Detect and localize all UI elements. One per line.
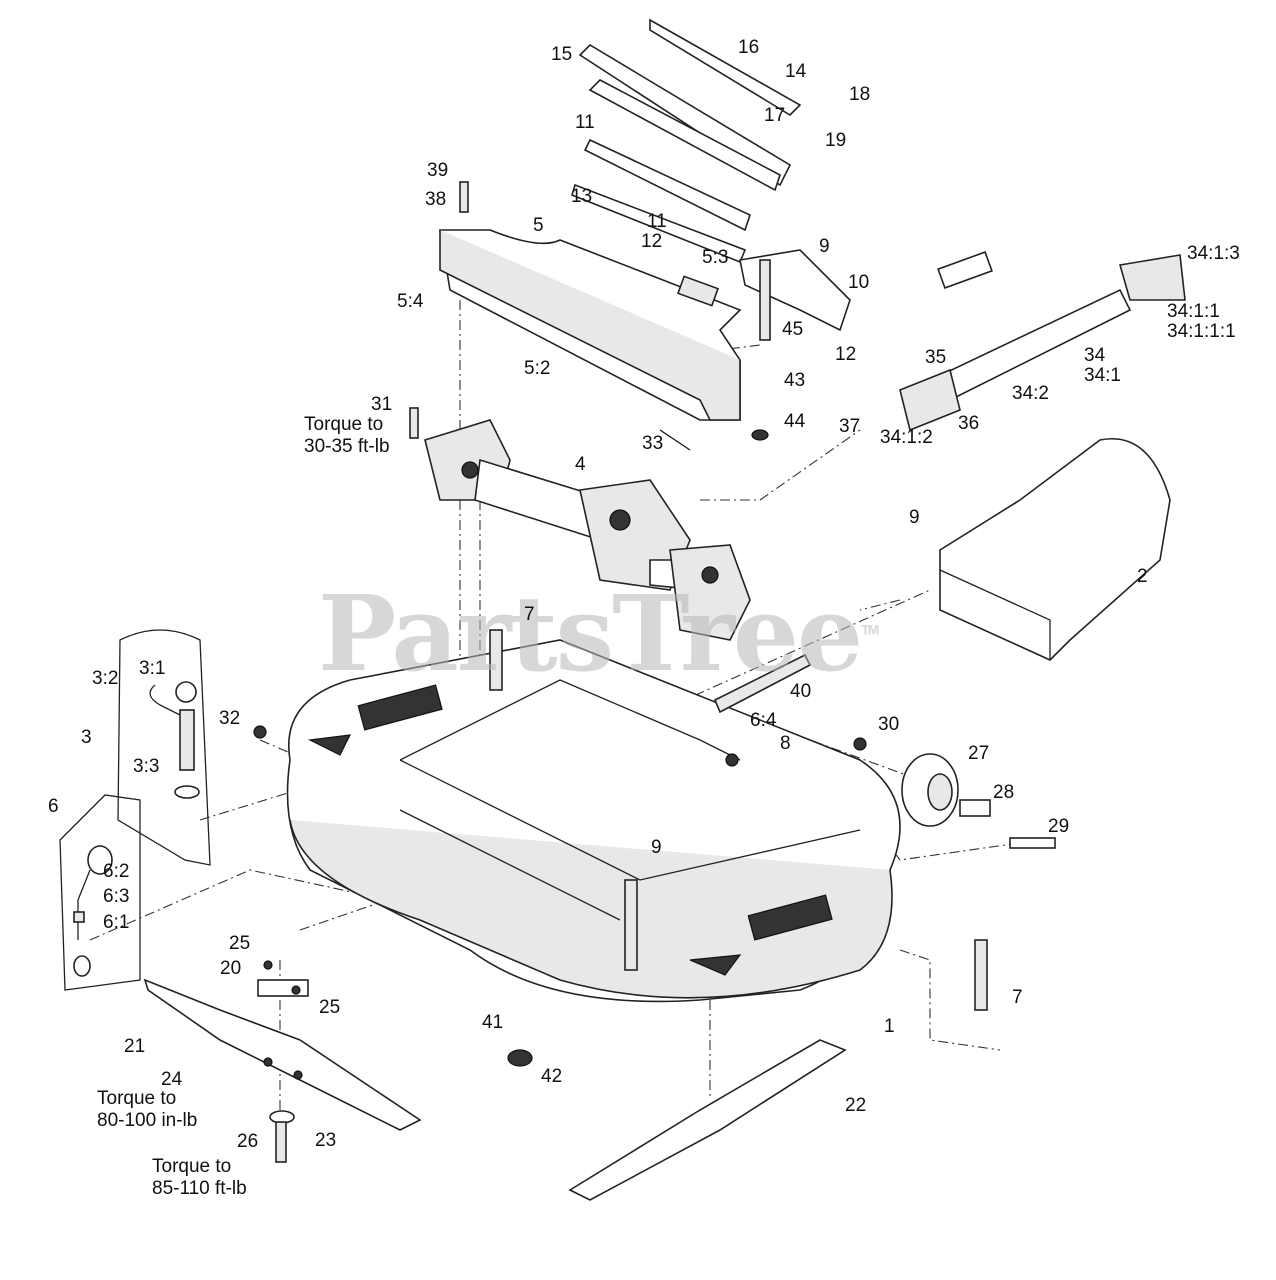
callout-6-4: 6:4	[750, 710, 777, 731]
callout-28: 28	[993, 782, 1015, 803]
callout-11-upper: 11	[575, 112, 595, 133]
callout-32: 32	[219, 708, 241, 729]
watermark: PartsTreeTM	[318, 572, 879, 695]
callout-14: 14	[785, 61, 807, 82]
callout-2: 2	[1137, 566, 1148, 587]
driveshaft-34	[899, 251, 1186, 432]
callout-9-top: 9	[819, 236, 830, 257]
callout-3-2: 3:2	[92, 668, 119, 689]
callout-26: 26	[237, 1131, 259, 1152]
callout-8: 8	[780, 733, 791, 754]
callout-9-chute: 9	[909, 507, 920, 528]
discharge-chute-2	[939, 438, 1171, 661]
callout-22: 22	[845, 1095, 867, 1116]
callout-42: 42	[541, 1066, 563, 1087]
callout-34-1-1: 34:1:1	[1167, 301, 1220, 322]
callout-10: 10	[848, 272, 870, 293]
callout-5-2: 5:2	[524, 358, 551, 379]
callout-19: 19	[825, 130, 847, 151]
hardware-pins	[253, 181, 988, 1067]
callout-24: 24	[161, 1069, 183, 1090]
callout-34-1: 34:1	[1084, 365, 1121, 386]
callout-16: 16	[738, 37, 760, 58]
detail-panel-3	[117, 629, 211, 866]
callout-35: 35	[925, 347, 947, 368]
callout-45: 45	[782, 319, 804, 340]
callout-25-upper: 25	[229, 933, 251, 954]
callout-11-lower: 11	[647, 211, 667, 232]
callout-38: 38	[425, 189, 447, 210]
callout-30: 30	[878, 714, 900, 735]
callout-12-right: 12	[835, 344, 857, 365]
callout-37: 37	[839, 416, 861, 437]
callout-23: 23	[315, 1130, 337, 1151]
torque-note-24: Torque to 80-100 in-lb	[97, 1088, 198, 1131]
spring-40	[713, 653, 812, 714]
callout-20: 20	[220, 958, 242, 979]
torque-note-26: Torque to 85-110 ft-lb	[152, 1156, 247, 1199]
callout-5-4: 5:4	[397, 291, 424, 312]
detail-panel-6	[59, 794, 141, 991]
callout-7-top: 7	[524, 604, 535, 625]
callout-40: 40	[790, 681, 812, 702]
callout-3-3: 3:3	[133, 756, 160, 777]
mower-deck-1	[286, 639, 901, 1003]
callout-27: 27	[968, 743, 990, 764]
callout-25-lower: 25	[319, 997, 341, 1018]
callout-5: 5	[533, 215, 544, 236]
callout-43: 43	[784, 370, 806, 391]
callout-12-left: 12	[641, 231, 663, 252]
callout-6: 6	[48, 796, 59, 817]
callout-29: 29	[1048, 816, 1070, 837]
plate-5	[439, 229, 742, 421]
callout-34-2: 34:2	[1012, 383, 1049, 404]
callout-15: 15	[551, 44, 573, 65]
blade-22	[568, 1039, 847, 1201]
wheel-27	[901, 753, 1056, 849]
callout-7-right: 7	[1012, 987, 1023, 1008]
callout-39: 39	[427, 160, 449, 181]
callout-5-3: 5:3	[702, 247, 729, 268]
callout-6-2: 6:2	[103, 861, 130, 882]
callout-34-1-3: 34:1:3	[1187, 243, 1240, 264]
callout-13: 13	[571, 186, 593, 207]
callout-1: 1	[884, 1016, 895, 1037]
callout-34: 34	[1084, 345, 1106, 366]
callout-31: 31	[371, 394, 393, 415]
callout-21: 21	[124, 1036, 146, 1057]
callout-34-1-1-1: 34:1:1:1	[1167, 321, 1236, 342]
callout-4: 4	[575, 454, 586, 475]
callout-18: 18	[849, 84, 871, 105]
callout-6-3: 6:3	[103, 886, 130, 907]
callout-17: 17	[764, 105, 786, 126]
callout-3-1: 3:1	[139, 658, 166, 679]
top-plates	[571, 18, 802, 264]
guard-10	[739, 249, 851, 332]
callout-34-1-2: 34:1:2	[880, 427, 933, 448]
callout-6-1: 6:1	[103, 912, 130, 933]
callout-36: 36	[958, 413, 980, 434]
callout-44: 44	[784, 411, 806, 432]
callout-9-deck: 9	[651, 837, 662, 858]
blade-hardware	[257, 960, 309, 1163]
gearbox-4	[424, 419, 751, 641]
blade-21	[143, 978, 422, 1131]
callout-41: 41	[482, 1012, 504, 1033]
callout-3: 3	[81, 727, 92, 748]
torque-note-31: Torque to 30-35 ft-lb	[304, 414, 390, 457]
callout-33: 33	[642, 433, 664, 454]
